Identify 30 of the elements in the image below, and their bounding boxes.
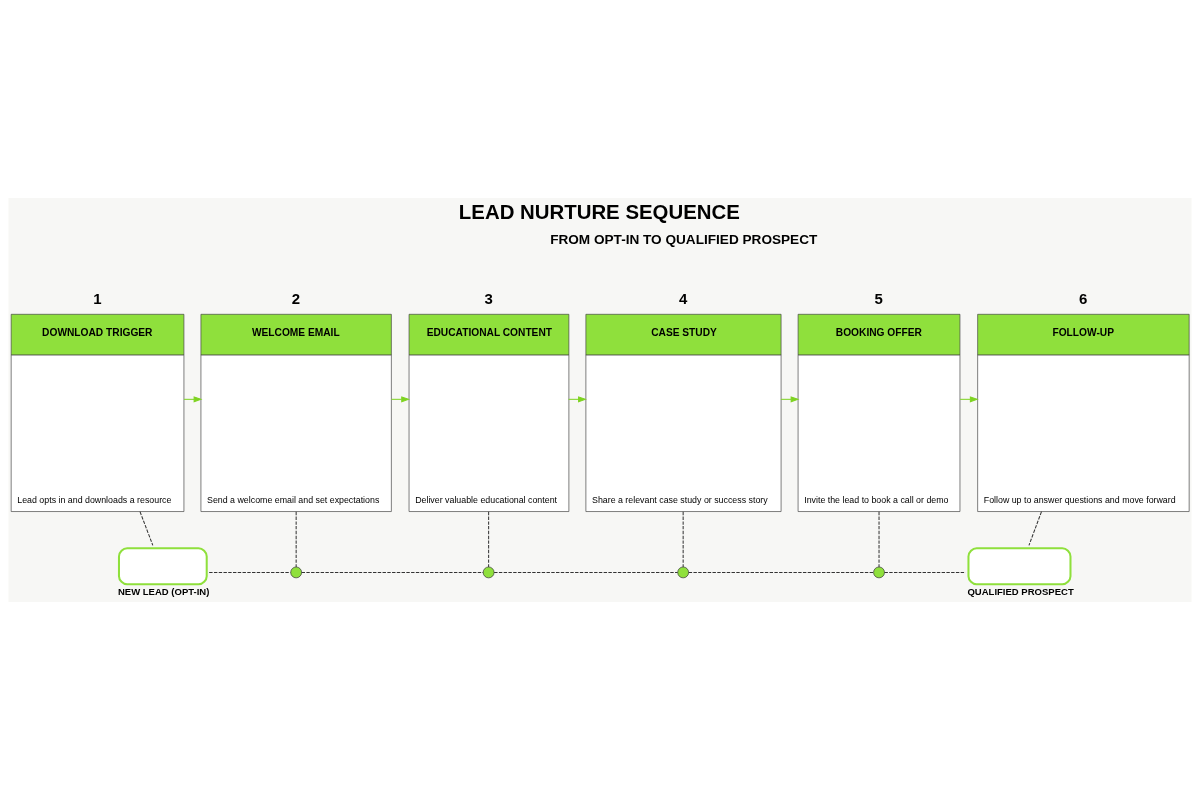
arrow (780, 396, 800, 403)
arrow (568, 396, 587, 403)
arrow (959, 396, 979, 403)
node-label: 6 (1078, 289, 1088, 307)
connector (682, 511, 684, 568)
node-circle (677, 566, 689, 579)
connector (884, 571, 966, 573)
node-label: NEW LEAD (OPT-IN) (117, 585, 210, 597)
node-circle (290, 566, 302, 579)
node-circle (873, 566, 885, 579)
node-circle (482, 566, 495, 579)
node-label: 5 (874, 289, 883, 307)
connector (488, 511, 490, 568)
connector (878, 511, 880, 568)
connector (301, 571, 484, 573)
connector (208, 571, 291, 573)
diagram-title: LEAD NURTURE SEQUENCE (458, 201, 740, 224)
connector (295, 511, 297, 568)
connector (493, 571, 679, 573)
label: FROM OPT-IN TO QUALIFIED PROSPECT (550, 231, 818, 247)
arrow (390, 396, 411, 403)
arrow (183, 396, 203, 403)
connector (139, 511, 154, 546)
connector (1028, 511, 1042, 546)
node-label: 2 (291, 289, 301, 307)
node-label: 1 (93, 289, 102, 307)
node-label: QUALIFIED PROSPECT (967, 585, 1074, 597)
node-label: 3 (484, 289, 493, 307)
node-label: 4 (679, 289, 688, 307)
connector (688, 571, 874, 573)
